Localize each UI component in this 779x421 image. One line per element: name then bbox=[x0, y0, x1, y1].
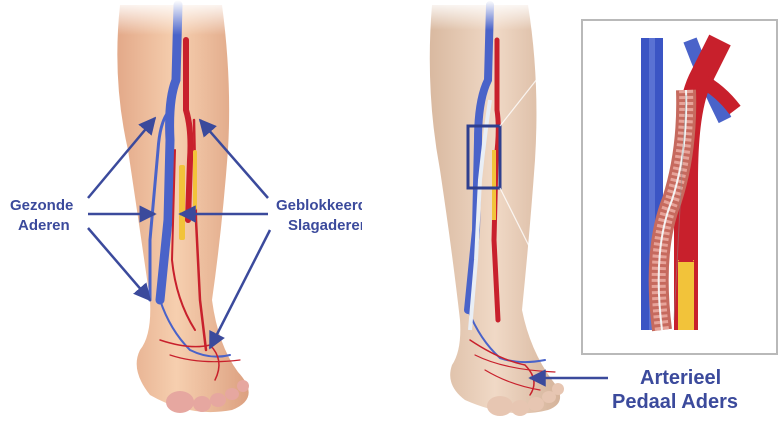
stent-inset bbox=[582, 20, 777, 354]
label-blocked-arteries-line1: Geblokkeerde bbox=[276, 197, 375, 214]
label-healthy-veins-line1: Gezonde bbox=[10, 197, 73, 214]
label-pedal-line2: Pedaal Aders bbox=[612, 391, 738, 413]
label-pedal-line1: Arterieel bbox=[640, 367, 721, 389]
label-blocked-arteries-line2: Slagaderen bbox=[288, 217, 369, 234]
right-leg-plaque bbox=[492, 150, 496, 220]
label-healthy-veins-line2: Aderen bbox=[18, 217, 70, 234]
right-leg-illustration bbox=[420, 0, 564, 416]
left-leg-illustration bbox=[100, 0, 250, 413]
